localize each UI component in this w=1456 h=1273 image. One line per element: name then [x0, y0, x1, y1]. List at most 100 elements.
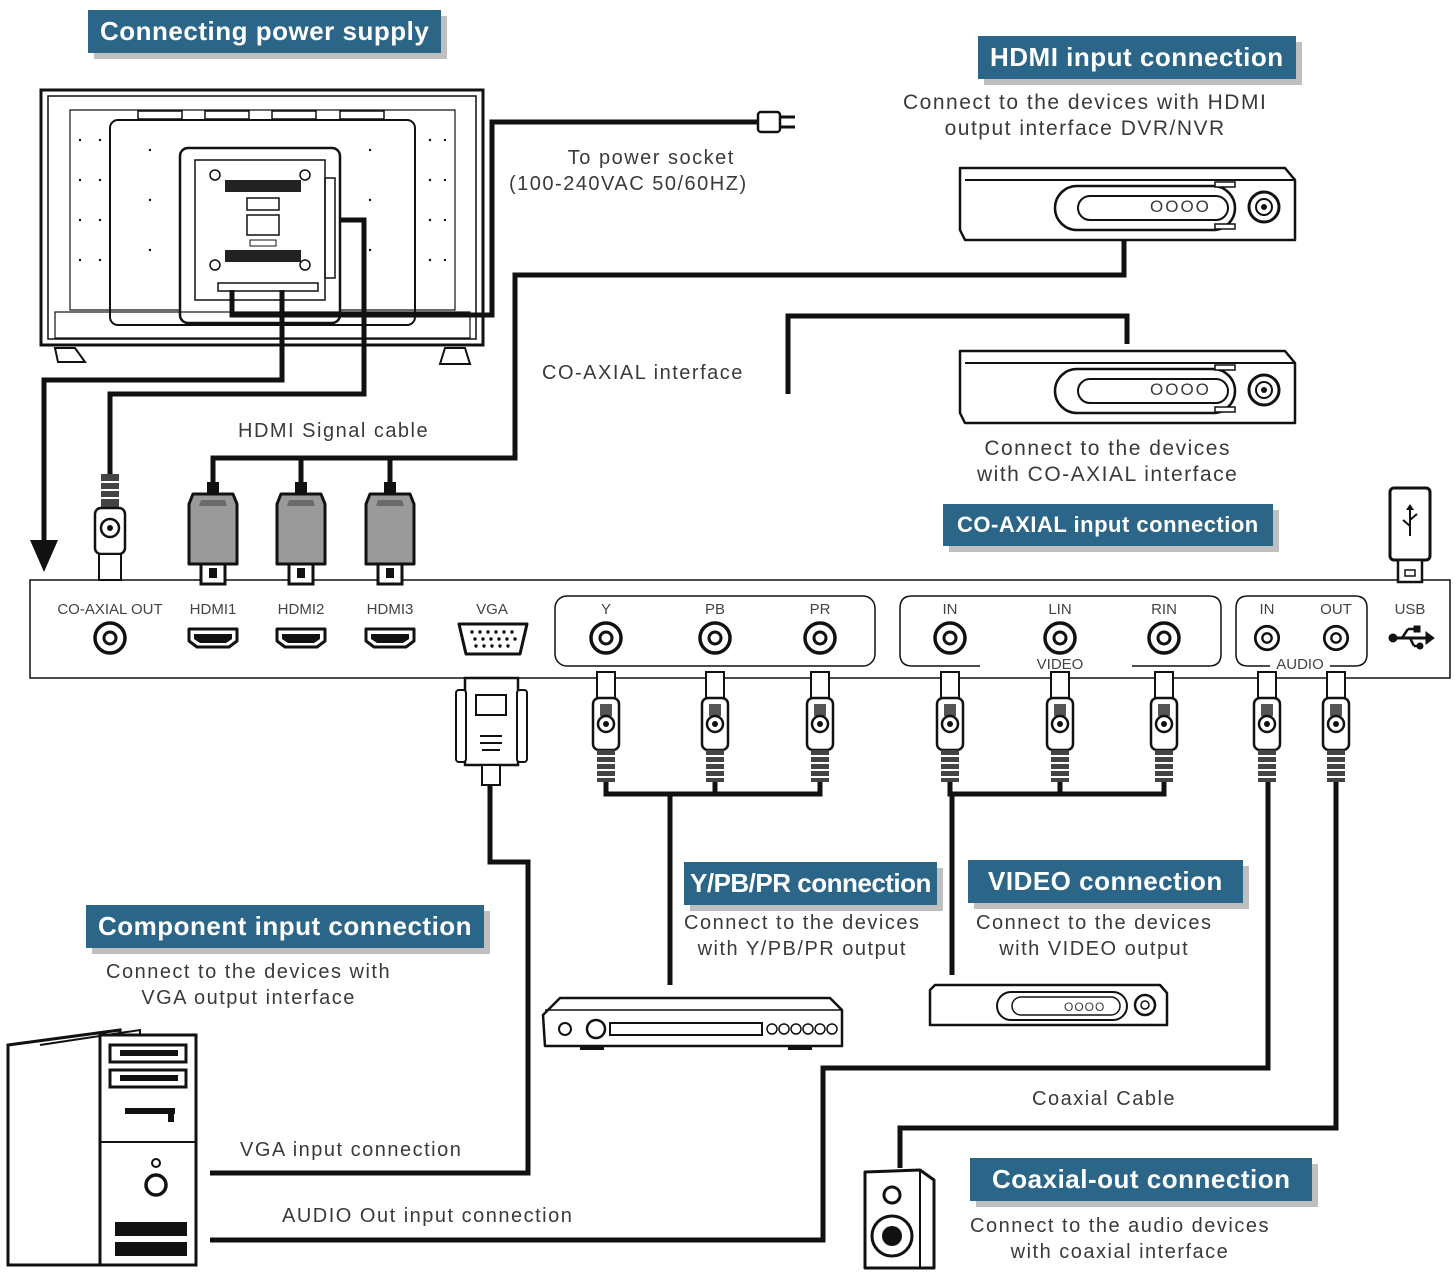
hdmi3-plug	[364, 480, 416, 586]
port-label-in: IN	[942, 601, 958, 618]
y-plug	[591, 670, 621, 784]
caption-line: Connect to the devices with	[106, 961, 392, 983]
ypbpr-cable	[603, 782, 823, 985]
vga-plug	[455, 676, 528, 786]
caption-coaxial-devices: Connect to the devices with CO-AXIAL int…	[977, 436, 1238, 488]
port-label-vga: VGA	[476, 601, 508, 618]
caption-line: Connect to the devices with HDMI	[903, 91, 1268, 114]
audio-out-jack	[1322, 624, 1350, 652]
coaxial-out-cable	[897, 780, 1339, 1168]
port-label-pb: PB	[704, 601, 725, 618]
hdmi2-port	[275, 627, 327, 649]
coaxial-interface-cable	[785, 313, 1130, 394]
caption-line: VGA output interface	[141, 987, 356, 1009]
power-cord	[229, 110, 795, 318]
coaxial-out-jack	[93, 621, 127, 655]
connection-panel	[29, 579, 1451, 679]
caption-hdmi-cable: HDMI Signal cable	[238, 420, 430, 442]
caption-audio-devices: Connect to the audio devices with coaxia…	[970, 1213, 1270, 1265]
header-hdmi-input: HDMI input connection	[978, 36, 1296, 79]
vga-cable	[210, 785, 531, 1176]
port-label-hdmi1: HDMI1	[189, 601, 237, 618]
header-component-input: Component input connection	[86, 905, 485, 948]
vga-port	[457, 622, 529, 656]
video-device-display: OOOO	[1064, 1000, 1106, 1014]
pb-plug	[700, 670, 730, 784]
port-group-label-video: VIDEO	[1036, 656, 1084, 673]
port-label-hdmi3: HDMI3	[366, 601, 414, 618]
caption-line: output interface DVR/NVR	[944, 117, 1226, 140]
caption-line: with coaxial interface	[1010, 1241, 1230, 1263]
hdmi2-plug	[275, 480, 327, 586]
port-label-pr: PR	[809, 601, 831, 618]
caption-ypbpr-devices: Connect to the devices with Y/PB/PR outp…	[684, 910, 920, 962]
port-label-y: Y	[600, 601, 611, 618]
hdmi-dvr-display: OOOO	[1150, 197, 1211, 216]
coaxial-dvr-device	[958, 349, 1297, 425]
header-coaxial-out: Coaxial-out connection	[970, 1158, 1313, 1201]
pr-jack	[803, 621, 837, 655]
coaxial-plug-top	[93, 474, 127, 581]
hdmi3-port	[364, 627, 416, 649]
header-video: VIDEO connection	[968, 860, 1243, 903]
dvd-player-ypbpr	[541, 996, 844, 1050]
usb-icon	[1388, 625, 1435, 650]
caption-line: with VIDEO output	[999, 938, 1190, 960]
caption-line: Connect to the devices	[984, 437, 1231, 460]
hdmi-dvr-device	[958, 166, 1297, 242]
caption-coaxial-cable: Coaxial Cable	[1032, 1088, 1177, 1110]
port-label-rin: RIN	[1151, 601, 1177, 618]
header-coaxial-input: CO-AXIAL input connection	[943, 504, 1273, 546]
lin-plug	[1045, 670, 1075, 784]
audio-out-plug	[1321, 670, 1351, 784]
hdmi1-plug	[187, 480, 239, 586]
caption-line: Connect to the audio devices	[970, 1215, 1270, 1237]
port-label-lin: LIN	[1048, 601, 1072, 618]
caption-line: To power socket	[567, 147, 735, 169]
audio-out-cable	[210, 780, 1271, 1243]
port-group-label-audio: AUDIO	[1276, 656, 1324, 673]
caption-line: with Y/PB/PR output	[697, 938, 907, 960]
header-ypbpr: Y/PB/PR connection	[684, 862, 937, 905]
tv-rear-view	[39, 88, 485, 365]
tv-to-panel-cable	[41, 290, 285, 548]
video-in-plug	[935, 670, 965, 784]
audio-in-jack	[1253, 624, 1281, 652]
caption-audio-out-input: AUDIO Out input connection	[282, 1205, 574, 1227]
speaker	[863, 1168, 936, 1270]
cables	[41, 217, 1339, 1243]
usb-stick	[1388, 486, 1432, 584]
coaxial-dvr-display: OOOO	[1150, 380, 1211, 399]
port-label-hdmi2: HDMI2	[277, 601, 325, 618]
caption-vga-input: VGA input connection	[240, 1139, 463, 1161]
y-jack	[589, 621, 623, 655]
video-in-jack	[933, 621, 967, 655]
port-label-usb: USB	[1394, 601, 1426, 618]
caption-line: (100-240VAC 50/60HZ)	[509, 173, 748, 195]
header-power-supply: Connecting power supply	[88, 10, 442, 53]
rin-plug	[1149, 670, 1179, 784]
caption-power-socket: To power socket (100-240VAC 50/60HZ)	[509, 145, 748, 197]
pb-jack	[698, 621, 732, 655]
tv-coaxial-out-cable	[107, 217, 367, 478]
caption-line: with CO-AXIAL interface	[977, 463, 1239, 486]
rin-jack	[1147, 621, 1181, 655]
caption-hdmi-devices: Connect to the devices with HDMI output …	[903, 90, 1267, 142]
desktop-pc	[6, 1028, 198, 1267]
lin-jack	[1043, 621, 1077, 655]
port-label-audio-in: IN	[1259, 601, 1275, 618]
arrow-down-icon	[30, 540, 58, 572]
video-cable	[947, 782, 1167, 975]
audio-in-plug	[1252, 670, 1282, 784]
caption-vga-devices: Connect to the devices with VGA output i…	[106, 959, 391, 1011]
hdmi1-port	[187, 627, 239, 649]
pr-plug	[805, 670, 835, 784]
caption-video-devices: Connect to the devices with VIDEO output	[976, 910, 1212, 962]
port-label-coaxial-out: CO-AXIAL OUT	[57, 601, 163, 618]
caption-line: Connect to the devices	[976, 912, 1213, 934]
caption-coaxial-interface: CO-AXIAL interface	[542, 362, 744, 384]
hdmi-cable-dvr	[210, 240, 1127, 494]
video-device	[928, 983, 1169, 1027]
port-label-audio-out: OUT	[1320, 601, 1352, 618]
